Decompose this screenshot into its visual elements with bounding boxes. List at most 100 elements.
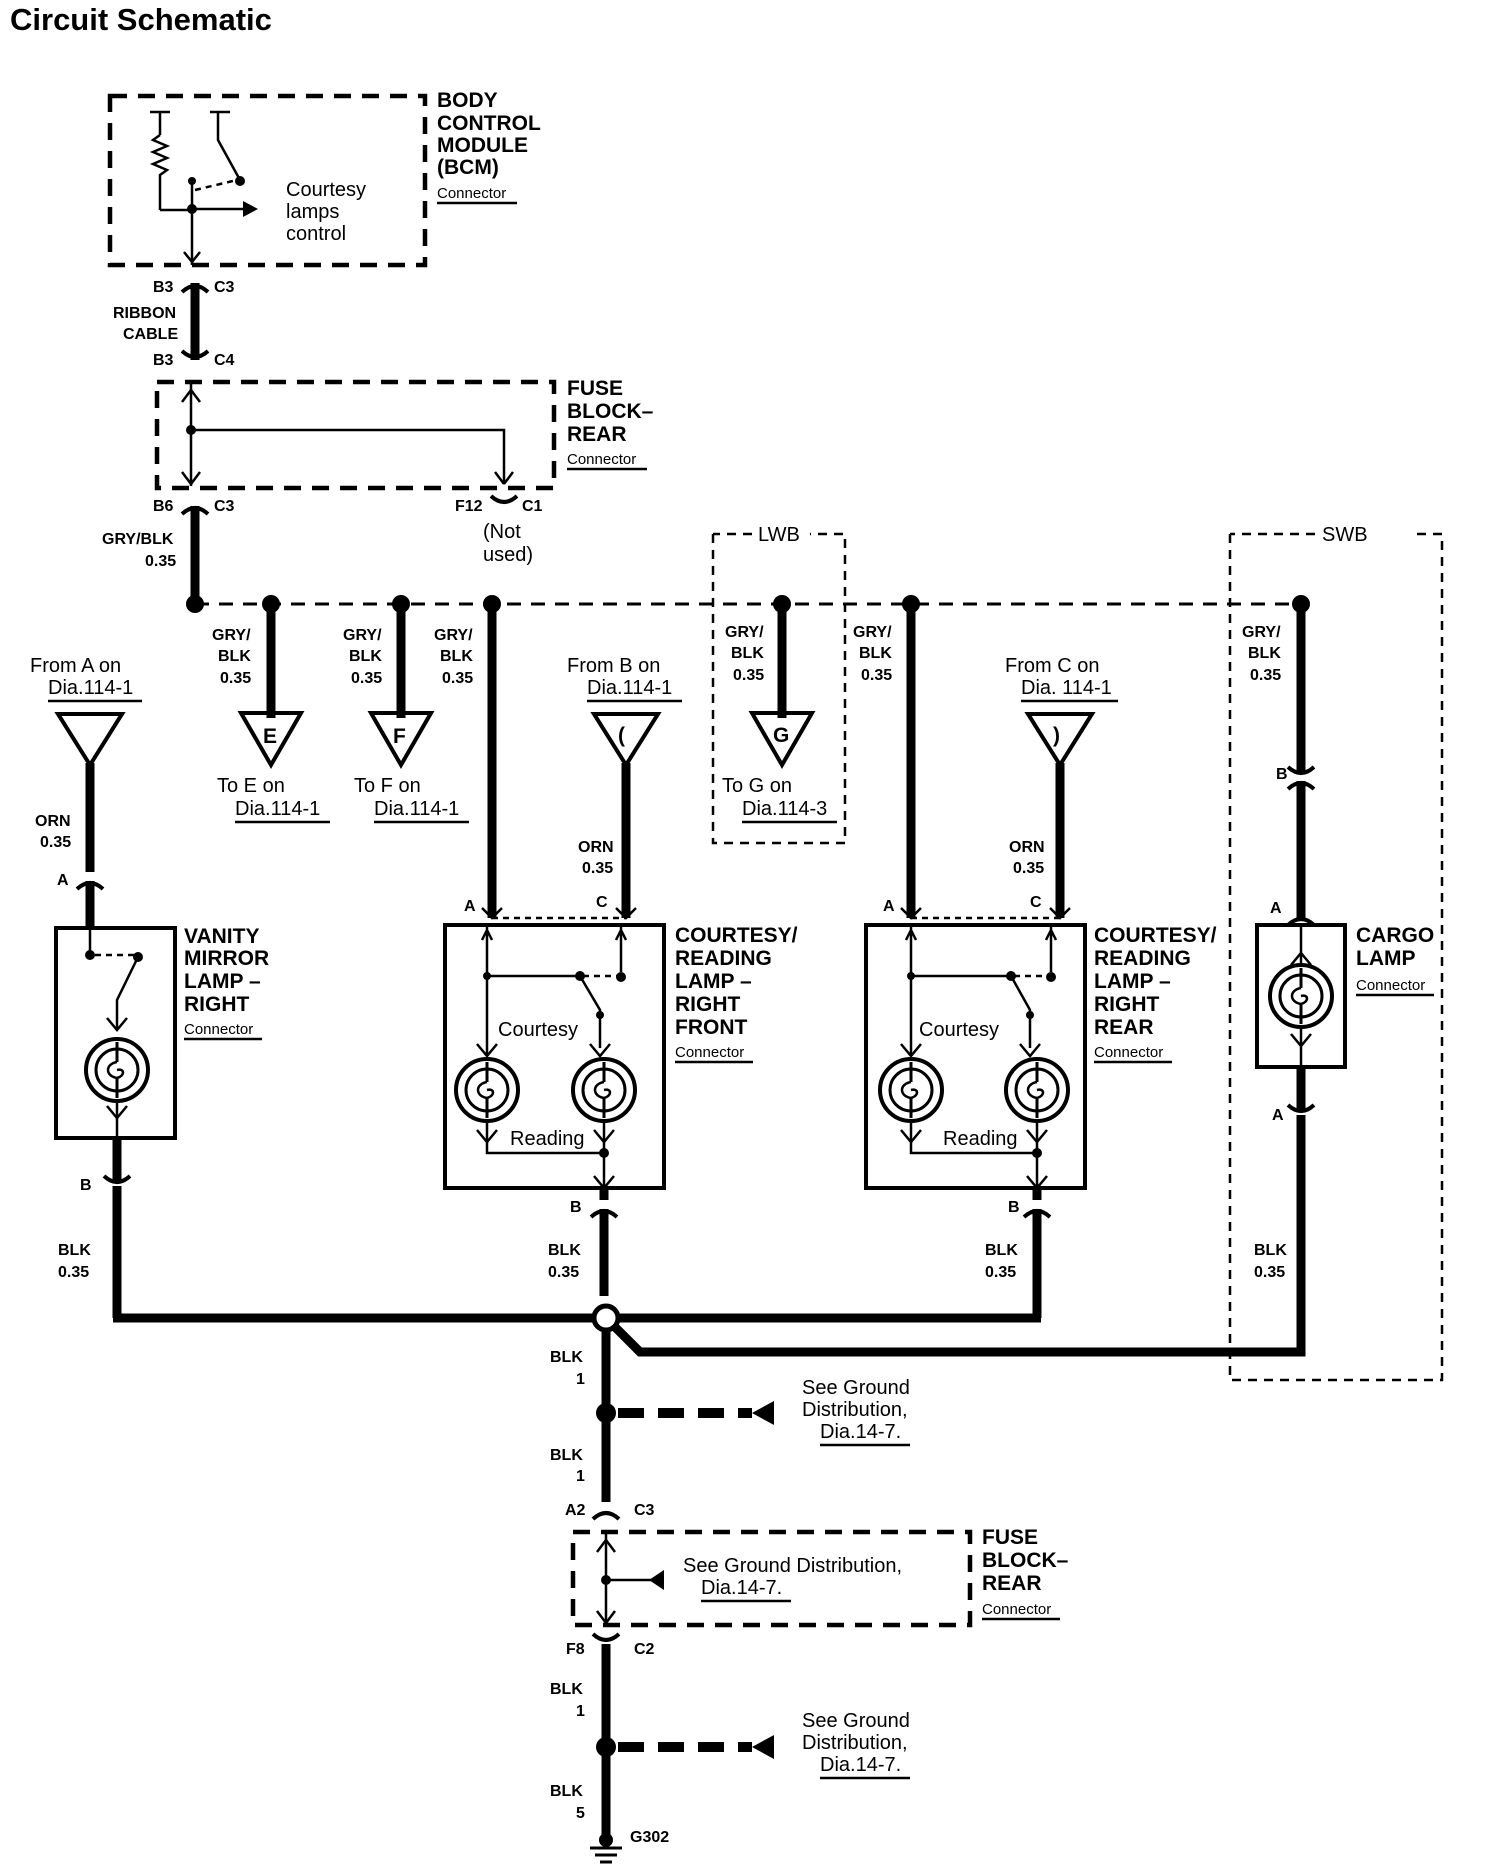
front-reading-label: Reading	[510, 1128, 585, 1150]
gnd-wire-size-1: 1	[576, 1371, 585, 1388]
vanity-connector: Connector	[184, 1021, 253, 1038]
front-name-3: LAMP –	[675, 970, 752, 993]
rear-orn-size: 0.35	[1013, 860, 1044, 877]
ground-bus	[113, 1303, 1041, 1333]
rear-pin-b: B	[1008, 1199, 1020, 1216]
fuse-bottom-note-2: Dia.14-7.	[701, 1577, 782, 1599]
e-wire-color-1: GRY/	[212, 627, 251, 644]
main-wire-size: 0.35	[145, 553, 176, 570]
ribbon-label-2: CABLE	[123, 326, 178, 343]
gnd-note1-line3: Dia.14-7.	[820, 1421, 901, 1443]
vanity-pin-a: A	[57, 872, 69, 889]
gnd-note1-line2: Distribution,	[802, 1399, 908, 1421]
bcm-name-3: MODULE	[437, 134, 528, 157]
not-used-label-2: used)	[483, 544, 533, 566]
front-courtesy-label: Courtesy	[498, 1019, 578, 1041]
vanity-name-2: MIRROR	[184, 947, 269, 970]
fuse-top-conn-c3: C3	[214, 498, 235, 515]
front-pin-b: B	[570, 1199, 582, 1216]
front-wire-size: 0.35	[442, 670, 473, 687]
front-wire-color-2: BLK	[440, 648, 473, 665]
front-name-5: FRONT	[675, 1016, 747, 1039]
gnd-wire-color-1: BLK	[550, 1349, 583, 1366]
vanity-blk-color: BLK	[58, 1242, 91, 1259]
fuse-top-conn-c1: C1	[522, 498, 543, 515]
cargo-lamp: GRY/ BLK 0.35 B A A CARGO LAMP Connector…	[602, 604, 1434, 1357]
page-title: Circuit Schematic	[10, 2, 272, 37]
rear-wire-size: 0.35	[861, 667, 892, 684]
rear-name-5: REAR	[1094, 1016, 1154, 1039]
final-ground: F8 C2 BLK 1 See Ground Distribution, Dia…	[550, 1632, 910, 1864]
cargo-pin-a: A	[1270, 900, 1282, 917]
bcm-control-label-3: control	[286, 223, 346, 245]
front-pin-c: C	[596, 894, 608, 911]
cargo-name-1: CARGO	[1356, 924, 1434, 947]
ribbon-pin-b3: B3	[153, 352, 174, 369]
f-wire-color-1: GRY/	[343, 627, 382, 644]
g-wire-color-1: GRY/	[725, 624, 764, 641]
offpage-g: G GRY/ BLK 0.35 To G on Dia.114-3	[722, 604, 837, 824]
fuse-top-name-3: REAR	[567, 423, 627, 446]
rear-name-4: RIGHT	[1094, 993, 1160, 1016]
fuse-bottom-name-1: FUSE	[982, 1526, 1038, 1549]
gnd-wire-size-2: 1	[576, 1468, 585, 1485]
bcm-pin-b3: B3	[153, 279, 174, 296]
gnd-wire-size-4: 5	[576, 1805, 585, 1822]
vanity-name-1: VANITY	[184, 925, 259, 948]
rear-blk-size: 0.35	[985, 1264, 1016, 1281]
gnd-conn-c3: C3	[634, 1502, 655, 1519]
offpage-b-letter: (	[618, 724, 625, 747]
bcm-connector-label: Connector	[437, 185, 506, 202]
fuse-top-pin-f12: F12	[455, 498, 483, 515]
rear-name-2: READING	[1094, 947, 1191, 970]
main-feed-wire: GRY/BLK 0.35	[102, 506, 210, 604]
front-pin-a: A	[464, 898, 476, 915]
front-blk-size: 0.35	[548, 1264, 579, 1281]
offpage-f: F GRY/ BLK 0.35 To F on Dia.114-1	[343, 604, 469, 824]
bcm-conn-c3: C3	[214, 279, 235, 296]
fuse-bottom-name-2: BLOCK–	[982, 1549, 1069, 1572]
rear-pin-c: C	[1030, 894, 1042, 911]
gnd-wire-color-4: BLK	[550, 1783, 583, 1800]
rear-orn-color: ORN	[1009, 839, 1045, 856]
bcm-name-4: (BCM)	[437, 156, 499, 179]
fuse-top-name-2: BLOCK–	[567, 400, 654, 423]
e-wire-size: 0.35	[220, 670, 251, 687]
front-blk-color: BLK	[548, 1242, 581, 1259]
gnd-pin-f8: F8	[566, 1641, 585, 1658]
cargo-pin-b-top: B	[1276, 766, 1288, 783]
from-b-text-2: Dia.114-1	[587, 677, 672, 699]
offpage-f-text-2: Dia.114-1	[374, 798, 459, 820]
gnd-wire-size-3: 1	[576, 1703, 585, 1720]
front-name-2: READING	[675, 947, 772, 970]
rear-wire-color-2: BLK	[859, 645, 892, 662]
gnd-wire-color-3: BLK	[550, 1681, 583, 1698]
gnd-note2-line3: Dia.14-7.	[820, 1754, 901, 1776]
bcm-name-2: CONTROL	[437, 112, 541, 135]
offpage-g-letter: G	[773, 724, 789, 747]
rear-blk-color: BLK	[985, 1242, 1018, 1259]
lwb-region: LWB	[711, 524, 847, 845]
offpage-c-letter: )	[1053, 724, 1060, 747]
cargo-wire-color-2: BLK	[1248, 645, 1281, 662]
front-name-4: RIGHT	[675, 993, 741, 1016]
fuse-bottom-note-1: See Ground Distribution,	[683, 1555, 902, 1577]
ground-g302: G302	[630, 1829, 669, 1846]
offpage-e: E GRY/ BLK 0.35 To E on Dia.114-1	[212, 604, 330, 824]
fuse-block-rear-top: FUSE BLOCK– REAR Connector B6 C3 F12 C1 …	[153, 377, 654, 566]
from-c-text-1: From C on	[1005, 655, 1099, 677]
front-name-1: COURTESY/	[675, 924, 798, 947]
vanity-pin-b: B	[80, 1177, 92, 1194]
bcm-control-label-1: Courtesy	[286, 179, 366, 201]
cargo-wire-size: 0.35	[1250, 667, 1281, 684]
front-wire-color-1: GRY/	[434, 627, 473, 644]
offpage-e-text-2: Dia.114-1	[235, 798, 320, 820]
offpage-g-text-1: To G on	[722, 775, 792, 797]
from-a-text-2: Dia.114-1	[48, 677, 133, 699]
bcm-name-1: BODY	[437, 89, 498, 112]
rear-courtesy-label: Courtesy	[919, 1019, 999, 1041]
bcm-control-label-2: lamps	[286, 201, 339, 223]
cargo-name-2: LAMP	[1356, 947, 1416, 970]
gnd-note1-line1: See Ground	[802, 1377, 910, 1399]
